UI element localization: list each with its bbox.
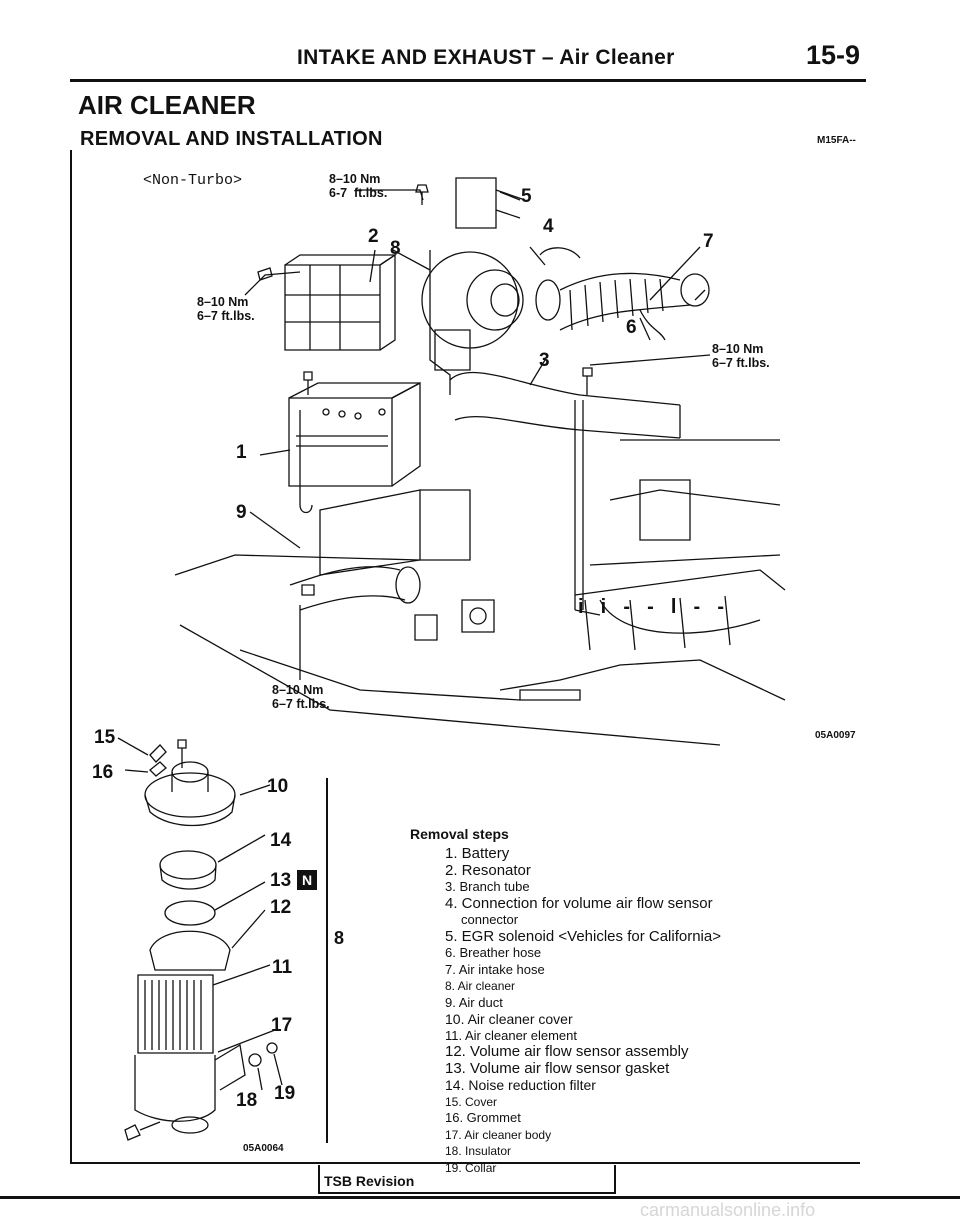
removal-step: 12. Volume air flow sensor assembly: [445, 1043, 689, 1060]
removal-step: 19. Collar: [445, 1160, 497, 1175]
callout-14: 14: [270, 830, 292, 851]
removal-step: 1. Battery: [445, 845, 510, 862]
removal-step: 2. Resonator: [445, 861, 531, 879]
removal-step: 6. Breather hose: [445, 945, 542, 960]
callout-8: 8: [390, 238, 401, 259]
removal-step: 17. Air cleaner body: [445, 1127, 552, 1142]
callout-15: 15: [94, 727, 116, 748]
callout-13: 13: [270, 870, 292, 891]
removal-step: 5. EGR solenoid <Vehicles for California…: [445, 927, 721, 945]
callout-5: 5: [521, 186, 532, 207]
footer-rule-bottom: [0, 1196, 960, 1199]
watermark: carmanualsonline.info: [640, 1200, 816, 1220]
footer-rule-top: [70, 1162, 860, 1164]
callout-4: 4: [543, 216, 554, 237]
callout-10: 10: [267, 776, 289, 797]
section-subtitle: REMOVAL AND INSTALLATION: [80, 128, 383, 150]
tsb-revision-label: TSB Revision: [324, 1173, 415, 1189]
callout-18: 18: [236, 1090, 258, 1111]
removal-step: 14. Noise reduction filter: [445, 1077, 596, 1093]
stray-marks: i i - - l - -: [578, 596, 726, 618]
callout-16: 16: [92, 762, 114, 783]
variant-label: <Non-Turbo>: [143, 172, 243, 189]
removal-step: 18. Insulator: [445, 1144, 512, 1158]
n-badge: N: [297, 870, 317, 890]
torque-spec-air-duct: 8–10 Nm 6–7 ft.lbs.: [272, 683, 330, 711]
removal-step: 10. Air cleaner cover: [445, 1011, 573, 1027]
torque-spec-egr-solenoid: 8–10 Nm 6-7 ft.lbs.: [329, 172, 388, 200]
page-number: 15-9: [806, 40, 861, 70]
torque-spec-branch-tube: 8–10 Nm 6–7 ft.lbs.: [712, 342, 770, 370]
header-title: INTAKE AND EXHAUST – Air Cleaner: [297, 46, 675, 69]
removal-step: 9. Air duct: [445, 994, 503, 1010]
side-mark: 8: [334, 928, 345, 948]
callout-1: 1: [236, 442, 247, 463]
section-code: M15FA--: [817, 135, 856, 146]
removal-step: 11. Air cleaner element: [445, 1027, 577, 1043]
removal-steps-list: 1. Battery 2. Resonator 3. Branch tube 4…: [445, 845, 721, 1176]
removal-step: 16. Grommet: [445, 1110, 521, 1125]
header-rule: [70, 79, 866, 82]
callout-9: 9: [236, 502, 247, 523]
callout-12: 12: [270, 897, 292, 918]
figure-code-top: 05A0097: [815, 730, 856, 741]
torque-spec-resonator: 8–10 Nm 6–7 ft.lbs.: [197, 295, 255, 323]
removal-step-continuation: connector: [461, 912, 519, 927]
callout-11: 11: [272, 957, 293, 978]
left-margin-rule: [70, 150, 72, 1162]
callout-17: 17: [271, 1015, 293, 1036]
removal-step: 15. Cover: [445, 1094, 498, 1109]
callout-7: 7: [703, 231, 714, 252]
callout-6: 6: [626, 317, 637, 338]
removal-steps-heading: Removal steps: [410, 826, 509, 842]
callout-19: 19: [274, 1083, 296, 1104]
removal-step: 7. Air intake hose: [445, 961, 545, 977]
callout-3: 3: [539, 350, 550, 371]
column-divider: [326, 778, 328, 1143]
section-title: AIR CLEANER: [78, 90, 256, 120]
tsb-revision-box: [318, 1165, 616, 1194]
removal-step: 8. Air cleaner: [445, 979, 516, 993]
removal-step: 4. Connection for volume air flow sensor: [445, 894, 713, 912]
removal-step: 3. Branch tube: [445, 879, 530, 894]
removal-step: 13. Volume air flow sensor gasket: [445, 1059, 670, 1077]
callout-2: 2: [368, 226, 379, 247]
figure-code-bottom: 05A0064: [243, 1143, 284, 1154]
